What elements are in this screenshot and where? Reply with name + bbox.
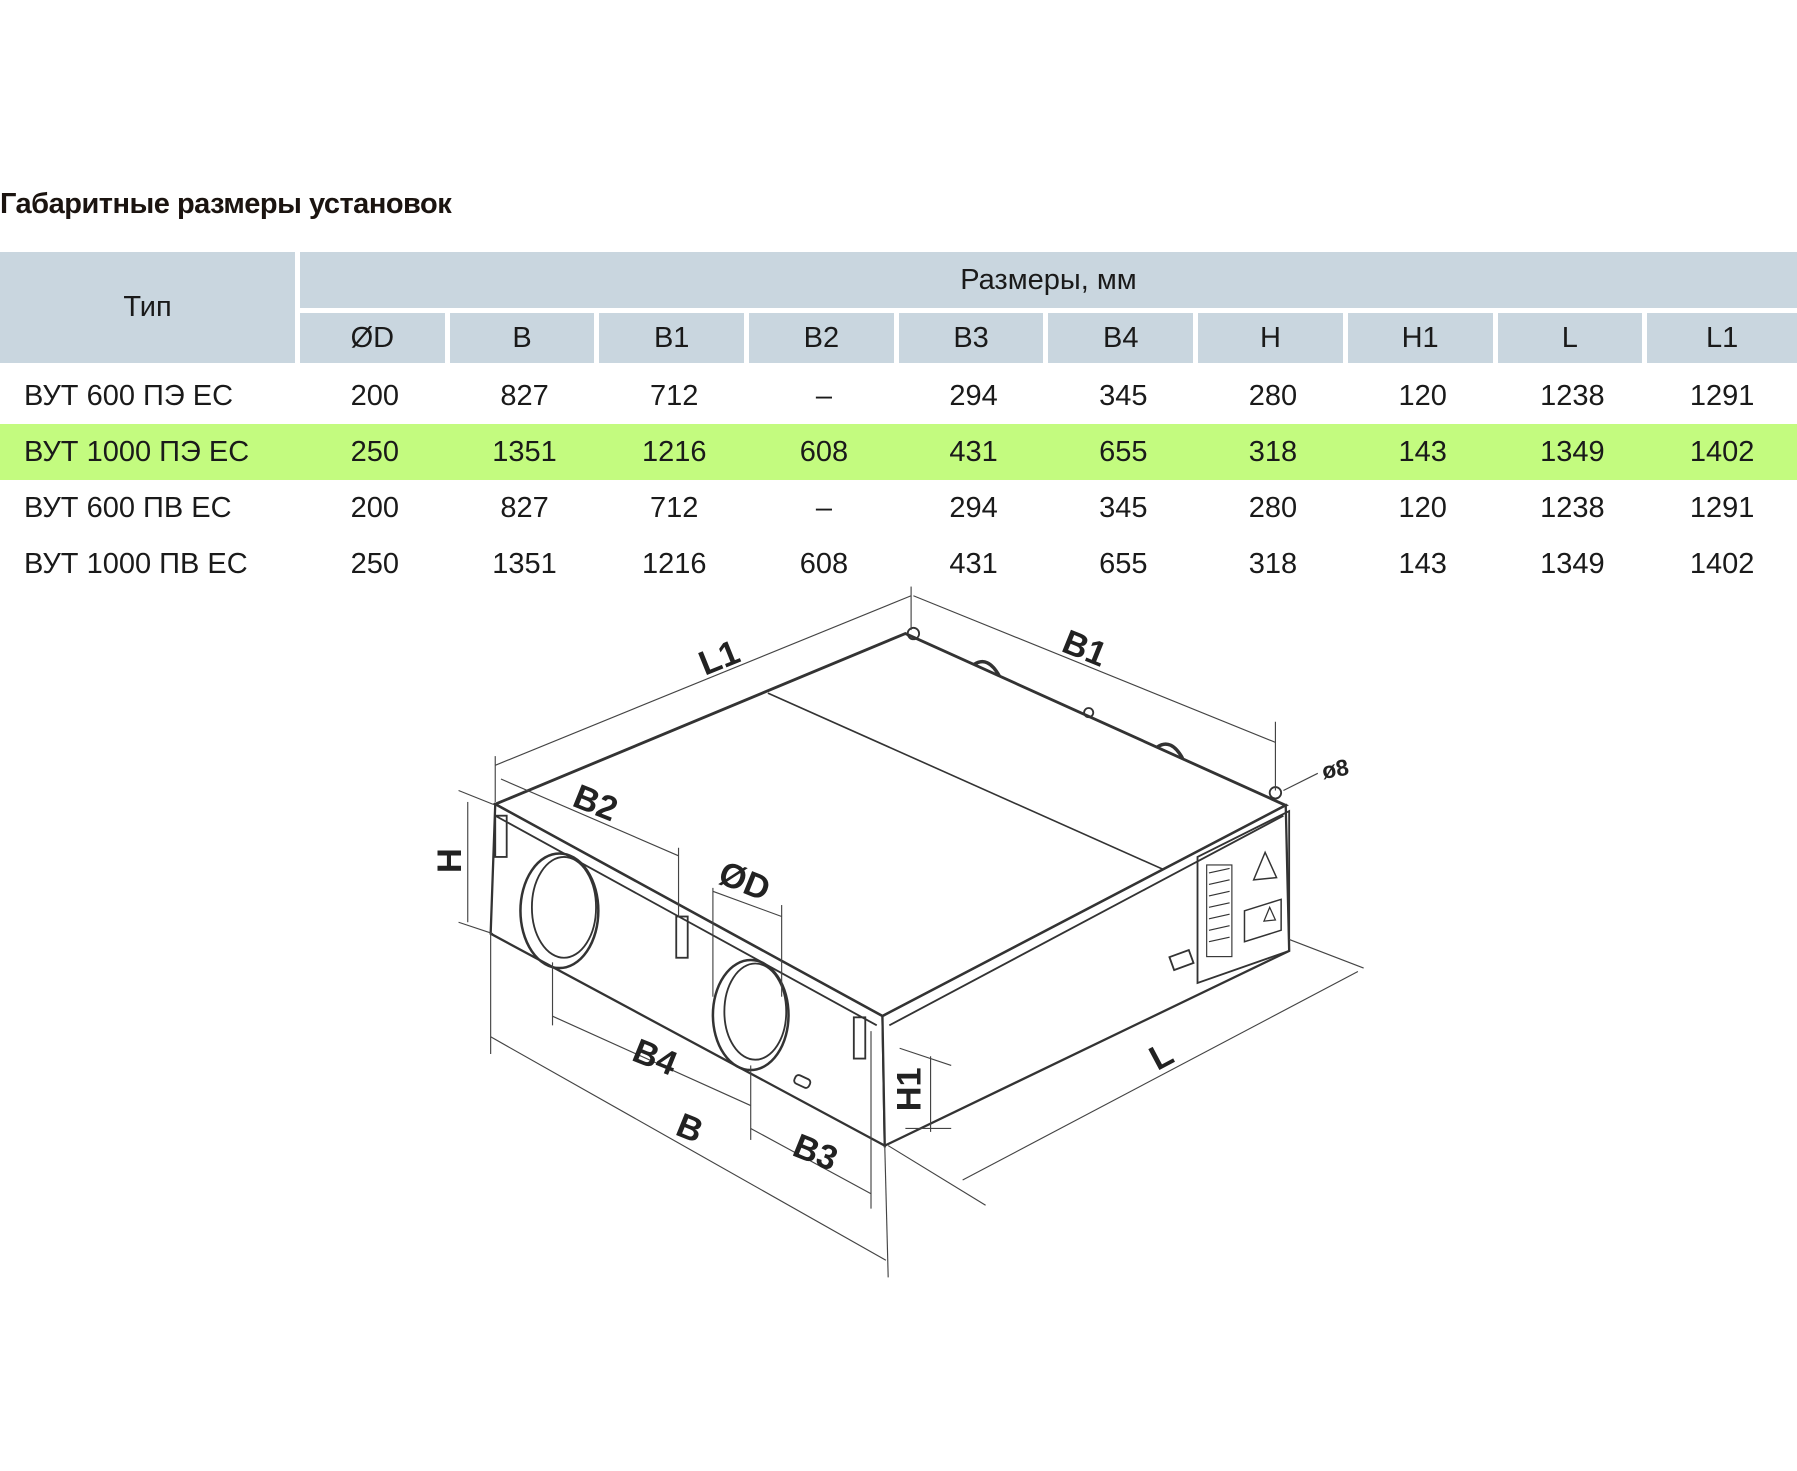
column-header-1: B [449, 313, 600, 368]
dim-line-B1 [913, 595, 1276, 743]
dimensions-group-header: Размеры, мм [300, 252, 1797, 313]
table-row: ВУТ 600 ПЭ ЕС 200 827 712 – 294 345 280 120 1238 1… [0, 368, 1797, 424]
value-cell: 1351 [449, 424, 600, 480]
type-cell: ВУТ 1000 ПЭ ЕС [0, 424, 300, 480]
value-cell: 200 [350, 491, 400, 524]
value-cell: 1349 [1540, 547, 1605, 580]
value-cell: 827 [500, 491, 549, 524]
value-cell: 200 [350, 379, 400, 412]
label-H: H [431, 848, 469, 873]
value-cell: 655 [1099, 547, 1148, 580]
value-cell: 318 [1198, 424, 1348, 480]
value-cell: 655 [1048, 424, 1199, 480]
value-cell: 827 [500, 379, 549, 412]
column-header-5: B4 [1048, 313, 1199, 368]
column-header-0: ØD [300, 313, 450, 368]
value-cell: 120 [1398, 491, 1447, 524]
value-cell: 1216 [641, 547, 707, 580]
value-cell: 143 [1347, 424, 1498, 480]
value-cell: 345 [1099, 379, 1148, 412]
dim-line-B3 [750, 1127, 872, 1195]
column-header-8: L [1497, 313, 1648, 368]
dim-line-B4 [552, 1015, 751, 1107]
value-cell: 1349 [1497, 424, 1648, 480]
value-cell: – [815, 491, 832, 524]
value-cell: – [815, 379, 832, 412]
value-cell: 280 [1248, 491, 1298, 524]
value-cell: 712 [650, 491, 699, 524]
dim-line-hole [1283, 772, 1319, 792]
value-cell: 712 [650, 379, 699, 412]
label-H1: H1 [890, 1067, 928, 1111]
table-row: ВУТ 600 ПВ ЕС 200 827 712 – 294 345 280 120 1238 1… [0, 480, 1797, 536]
dim-line-B2 [500, 778, 679, 857]
value-cell: 1216 [599, 424, 750, 480]
label-B4: B4 [627, 1032, 682, 1084]
value-cell: 120 [1398, 379, 1447, 412]
value-cell: 431 [949, 547, 998, 580]
column-header-4: B3 [898, 313, 1049, 368]
value-cell: 250 [300, 424, 450, 480]
label-B: B [671, 1106, 708, 1151]
duct-spigot-1 [519, 852, 600, 970]
value-cell: 1402 [1647, 424, 1797, 480]
column-header-3: B2 [749, 313, 899, 368]
value-cell: 250 [350, 547, 400, 580]
value-cell: 280 [1248, 379, 1298, 412]
label-B3: B3 [788, 1127, 843, 1179]
value-cell: 143 [1398, 547, 1447, 580]
column-header-7: H1 [1347, 313, 1498, 368]
value-cell: 294 [949, 379, 998, 412]
dim-line-L1 [495, 595, 912, 766]
type-header: Тип [0, 252, 300, 368]
value-cell: 318 [1248, 547, 1298, 580]
value-cell: 608 [749, 424, 899, 480]
value-cell: 1238 [1540, 379, 1605, 412]
value-cell: 1402 [1689, 547, 1755, 580]
dim-line-D [712, 890, 782, 918]
label-L1: L1 [694, 633, 745, 683]
dim-line-L [962, 970, 1359, 1181]
value-cell: 1238 [1540, 491, 1605, 524]
value-cell: 431 [898, 424, 1049, 480]
label-L: L [1143, 1035, 1179, 1078]
label-B1: B1 [1057, 623, 1112, 675]
value-cell: 294 [949, 491, 998, 524]
table-row: ВУТ 1000 ПВ ЕС 250 1351 1216 608 431 655 318 143… [0, 536, 1797, 592]
control-panel [1196, 809, 1291, 985]
type-cell: ВУТ 600 ПВ ЕС [24, 491, 232, 524]
column-header-2: B1 [599, 313, 750, 368]
column-header-9: L1 [1647, 313, 1797, 368]
warning-icon [1252, 850, 1278, 881]
type-cell: ВУТ 1000 ПВ ЕС [24, 547, 248, 580]
label-hole-diameter: ø8 [1320, 754, 1351, 784]
value-cell: 1291 [1689, 379, 1755, 412]
value-cell: 345 [1099, 491, 1148, 524]
page-title: Габаритные размеры установок [0, 188, 452, 220]
dim-line-B [490, 1036, 887, 1261]
value-cell: 608 [799, 547, 849, 580]
type-cell: ВУТ 600 ПЭ ЕС [24, 379, 234, 412]
column-header-6: H [1198, 313, 1348, 368]
value-cell: 1351 [492, 547, 557, 580]
value-cell: 1291 [1689, 491, 1755, 524]
